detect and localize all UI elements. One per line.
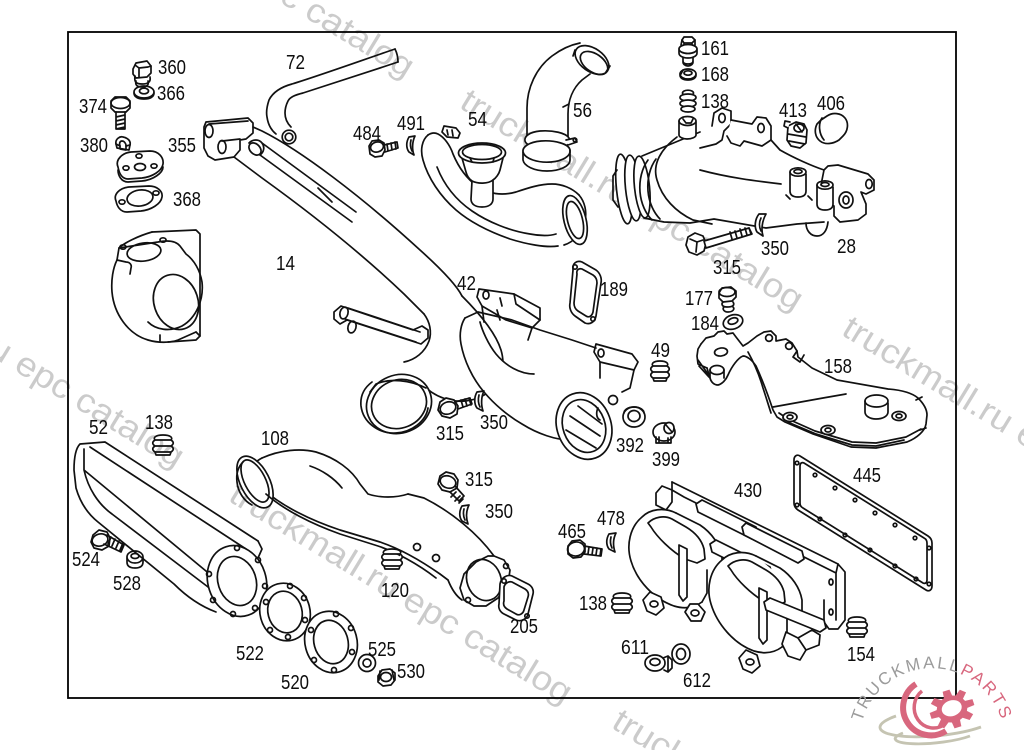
svg-text:154: 154 xyxy=(847,643,875,666)
svg-text:168: 168 xyxy=(701,63,729,86)
svg-text:525: 525 xyxy=(368,638,396,661)
svg-text:611: 611 xyxy=(621,636,649,659)
svg-text:465: 465 xyxy=(558,520,586,543)
svg-text:315: 315 xyxy=(713,256,741,279)
svg-text:49: 49 xyxy=(651,339,670,362)
svg-text:484: 484 xyxy=(353,122,381,145)
svg-text:520: 520 xyxy=(281,671,309,694)
svg-text:350: 350 xyxy=(761,237,789,260)
svg-text:366: 366 xyxy=(157,82,185,105)
svg-text:350: 350 xyxy=(485,500,513,523)
svg-text:368: 368 xyxy=(173,188,201,211)
svg-text:478: 478 xyxy=(597,507,625,530)
svg-text:380: 380 xyxy=(80,134,108,157)
svg-text:491: 491 xyxy=(397,112,425,135)
svg-text:522: 522 xyxy=(236,642,264,665)
svg-text:530: 530 xyxy=(397,660,425,683)
svg-text:205: 205 xyxy=(510,615,538,638)
svg-text:528: 528 xyxy=(113,572,141,595)
svg-text:315: 315 xyxy=(465,468,493,491)
svg-text:138: 138 xyxy=(701,90,729,113)
svg-text:72: 72 xyxy=(286,51,305,74)
svg-text:14: 14 xyxy=(276,252,295,275)
svg-text:161: 161 xyxy=(701,37,729,60)
svg-text:184: 184 xyxy=(691,312,719,335)
svg-text:189: 189 xyxy=(600,278,628,301)
svg-text:399: 399 xyxy=(652,448,680,471)
svg-text:138: 138 xyxy=(579,592,607,615)
svg-text:413: 413 xyxy=(779,99,807,122)
svg-text:374: 374 xyxy=(79,95,107,118)
svg-text:350: 350 xyxy=(480,411,508,434)
svg-text:355: 355 xyxy=(168,134,196,157)
svg-text:360: 360 xyxy=(158,56,186,79)
svg-text:392: 392 xyxy=(616,434,644,457)
svg-text:445: 445 xyxy=(853,464,881,487)
svg-text:158: 158 xyxy=(824,355,852,378)
svg-text:612: 612 xyxy=(683,669,711,692)
svg-text:52: 52 xyxy=(89,416,108,439)
svg-text:524: 524 xyxy=(72,548,100,571)
svg-text:28: 28 xyxy=(837,235,856,258)
svg-text:177: 177 xyxy=(685,287,713,310)
svg-text:108: 108 xyxy=(261,427,289,450)
svg-text:56: 56 xyxy=(573,99,592,122)
svg-text:138: 138 xyxy=(145,411,173,434)
svg-text:430: 430 xyxy=(734,479,762,502)
svg-text:315: 315 xyxy=(436,422,464,445)
svg-text:42: 42 xyxy=(457,272,476,295)
svg-text:120: 120 xyxy=(381,579,409,602)
svg-text:406: 406 xyxy=(817,92,845,115)
svg-text:54: 54 xyxy=(468,108,487,131)
